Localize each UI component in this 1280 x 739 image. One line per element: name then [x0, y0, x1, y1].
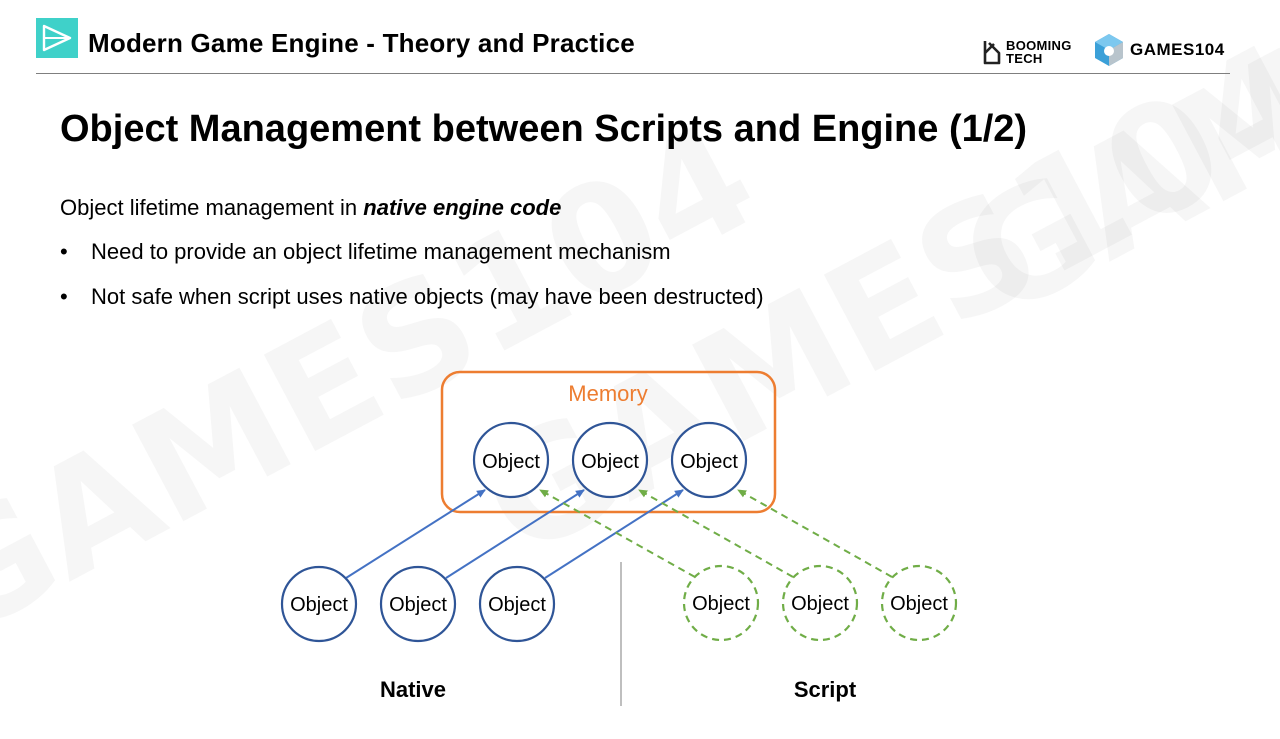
- native-reference-arrow: [445, 489, 585, 579]
- memory-object-label: Object: [581, 451, 639, 473]
- native-label: Native: [380, 677, 446, 702]
- script-label: Script: [794, 677, 857, 702]
- booming-icon: [983, 41, 1001, 65]
- bullet-text: Need to provide an object lifetime manag…: [91, 239, 671, 264]
- native-object-label: Object: [290, 594, 348, 616]
- script-reference-arrow: [737, 489, 893, 578]
- script-object-circle: [781, 564, 859, 642]
- games104-cube-icon: [1095, 34, 1123, 66]
- script-reference-arrow: [539, 489, 696, 578]
- script-object-label: Object: [791, 593, 849, 615]
- bullet-item: • Need to provide an object lifetime man…: [60, 239, 671, 264]
- native-reference-arrow: [345, 489, 486, 579]
- intro-prefix: Object lifetime management in: [60, 195, 364, 220]
- native-object-circle: [280, 565, 358, 643]
- memory-object-label: Object: [482, 451, 540, 473]
- native-object-label: Object: [389, 594, 447, 616]
- booming-line1: BOOMING: [1006, 38, 1072, 53]
- script-object-circle: [880, 564, 958, 642]
- native-reference-arrow: [544, 489, 684, 579]
- memory-box: [440, 370, 777, 514]
- script-object-circle: [682, 564, 760, 642]
- games104-text: GAMES104: [1130, 40, 1225, 59]
- native-object-label: Object: [488, 594, 546, 616]
- memory-object-circle: [571, 421, 649, 499]
- native-object-circle: [379, 565, 457, 643]
- memory-label: Memory: [568, 381, 647, 406]
- script-object-label: Object: [692, 593, 750, 615]
- course-logo-icon: [36, 18, 78, 58]
- games104-logo: GAMES104: [1094, 33, 1225, 67]
- memory-object-label: Object: [680, 451, 738, 473]
- bullet-text: Not safe when script uses native objects…: [91, 284, 764, 309]
- memory-object-circle: [472, 421, 550, 499]
- intro-line: Object lifetime management in native eng…: [60, 195, 561, 221]
- intro-emphasis: native engine code: [363, 195, 562, 220]
- booming-line2: TECH: [1006, 51, 1043, 66]
- bullet-item: • Not safe when script uses native objec…: [60, 284, 764, 309]
- booming-tech-logo: BOOMING TECH: [982, 36, 1072, 68]
- native-object-circle: [478, 565, 556, 643]
- script-reference-arrow: [638, 489, 794, 578]
- memory-object-circle: [670, 421, 748, 499]
- slide-title: Object Management between Scripts and En…: [60, 108, 1028, 150]
- header-divider: [36, 73, 1230, 74]
- script-object-label: Object: [890, 593, 948, 615]
- course-title: Modern Game Engine - Theory and Practice: [88, 28, 635, 58]
